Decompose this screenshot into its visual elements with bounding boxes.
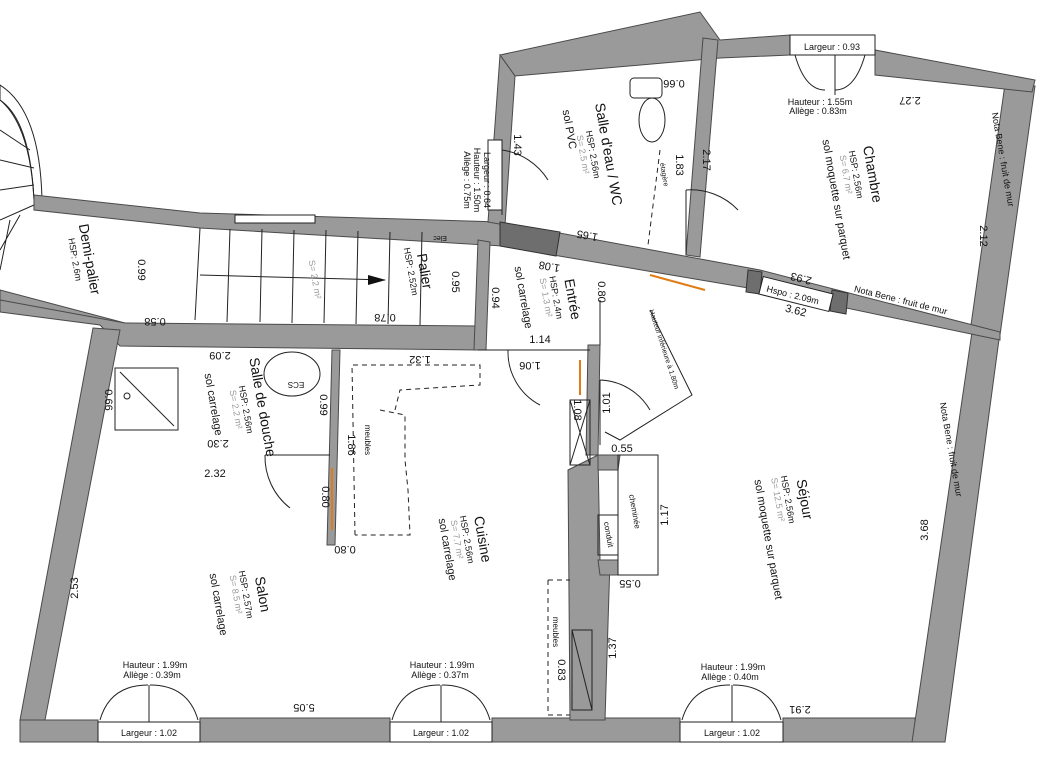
salle-eau-floor: sol PVC xyxy=(560,109,579,150)
sejour-dim-c: 2.91 xyxy=(789,703,810,715)
sejour-dim-g: 1.17 xyxy=(659,504,671,525)
salon-dim-a: 2.53 xyxy=(69,577,81,598)
salle-douche-dim-d: 0.66 xyxy=(102,389,114,410)
sejour-dim-h: 1.37 xyxy=(607,637,619,658)
salon-floor: sol carrelage xyxy=(207,572,230,636)
cuisine-window-largeur: Largeur : 1.02 xyxy=(413,728,469,738)
meubles-label-2: meubles xyxy=(551,617,560,647)
sejour-dim-d: 1.01 xyxy=(601,392,613,413)
salle-eau-dim-a: 0.66 xyxy=(663,77,684,89)
entree-name: Entrée xyxy=(561,277,584,321)
cuisine-dim-c: 0.80 xyxy=(319,486,331,507)
salle-douche-dim-b: 2.30 xyxy=(207,437,228,449)
door-cuisine-sejour xyxy=(599,379,651,445)
conduit-label: conduit xyxy=(602,521,615,549)
wc-window-dim: 1.43 xyxy=(511,134,523,155)
stair-treads xyxy=(194,227,423,326)
salle-douche-dim-c: 0.99 xyxy=(317,394,329,415)
top-window-allege: Allège : 0.83m xyxy=(789,106,847,116)
walls xyxy=(0,11,1036,743)
top-window-hauteur: Hauteur : 1.55m xyxy=(788,97,853,107)
wall-bottom xyxy=(19,719,99,743)
cuisine-dim-e: 1.06 xyxy=(519,359,540,371)
wc-window-largeur: Largeur : 0.64 xyxy=(482,152,492,208)
chambre-dim-a: 2.27 xyxy=(899,94,920,106)
sejour-dim-b: 3.68 xyxy=(919,519,931,540)
wc-window-hauteur: Hauteur : 1.50m xyxy=(472,148,482,213)
salon-dim-b: 5.05 xyxy=(293,701,314,713)
wall-top xyxy=(499,11,791,77)
door-chambre xyxy=(685,189,739,255)
window-sejour xyxy=(679,684,784,743)
wall-palier-bottom xyxy=(0,299,479,351)
salle-eau-dim-b: 1.83 xyxy=(673,154,685,175)
sejour-dim-e: 0.55 xyxy=(611,443,632,455)
wall-chambre-right xyxy=(969,83,1036,336)
palier-dim-b: 0.78 xyxy=(374,311,395,323)
window-top xyxy=(789,34,876,95)
window-cuisine xyxy=(389,684,493,743)
sejour-window-allege: Allège : 0.40m xyxy=(701,672,759,682)
sejour-window-hauteur: Hauteur : 1.99m xyxy=(701,662,766,672)
salle-douche-dim-e: 2.32 xyxy=(204,468,225,480)
etagere-label: étagère xyxy=(658,162,669,187)
entree-dim-c: 0.94 xyxy=(489,287,501,308)
spiral-stair xyxy=(0,84,43,201)
cuisine-dim-g: 0.83 xyxy=(555,659,567,680)
sejour-window-largeur: Largeur : 1.02 xyxy=(704,728,760,738)
meubles-label: meubles xyxy=(363,425,372,455)
entree-dim-e: 1.65 xyxy=(576,227,599,243)
cuisine-window-hauteur: Hauteur : 1.99m xyxy=(410,660,475,670)
cuisine-dim-b: 1.86 xyxy=(345,434,357,455)
chimney-block xyxy=(567,454,611,721)
cheminee-label: cheminée xyxy=(627,494,642,530)
toilet xyxy=(629,77,663,99)
ecs-label: ECS xyxy=(288,380,304,389)
entree-dim-a: 1.08 xyxy=(538,258,561,274)
demi-palier-dim-b: 0.58 xyxy=(144,315,165,327)
cuisine-window-allege: Allège : 0.37m xyxy=(411,670,469,680)
window-wc xyxy=(487,139,503,211)
cuisine-dim-f: 1.08 xyxy=(571,399,583,420)
entree-dim-d: 1.14 xyxy=(529,334,550,346)
door-entree xyxy=(507,349,570,406)
salon-window-largeur: Largeur : 1.02 xyxy=(121,728,177,738)
salle-douche-floor: sol carrelage xyxy=(202,372,225,436)
palier-area: S= 2.2 m² xyxy=(307,259,324,299)
sejour-dim-f: 0.55 xyxy=(619,577,640,589)
salon-window-hauteur: Hauteur : 1.99m xyxy=(123,660,188,670)
salle-eau-dim-c: 2.17 xyxy=(700,149,712,170)
salon-window-allege: Allège : 0.39m xyxy=(123,670,181,680)
sejour-dim-a: 3.62 xyxy=(784,303,808,320)
entree-floor: sol carrelage xyxy=(512,265,535,329)
cuisine-dim-a: 1.32 xyxy=(409,353,430,365)
window-salon xyxy=(97,684,201,743)
palier-dim-a: 0.95 xyxy=(449,271,461,292)
elec-tag: Elec xyxy=(433,234,447,241)
chambre-dim-b: 2.12 xyxy=(977,225,989,246)
door-douche xyxy=(264,454,330,509)
entree-dim-b: 0.80 xyxy=(595,281,607,302)
sejour-name: Séjour xyxy=(794,478,817,521)
wc-window-allege: Allège : 0.75m xyxy=(462,151,472,209)
chambre-dim-c: 2.93 xyxy=(789,269,813,286)
top-window-largeur: Largeur : 0.93 xyxy=(804,42,860,52)
water-heater xyxy=(263,351,321,397)
hauteur-inferieure-label: Hauteur inférieure à 1.80m xyxy=(647,309,679,391)
salon-name: Salon xyxy=(252,575,274,613)
fixtures xyxy=(114,77,706,716)
windows xyxy=(97,34,876,743)
demi-palier-dim-a: 0.99 xyxy=(135,259,147,280)
labels: Demi-palier HSP: 2.6m 0.99 0.58 Palier H… xyxy=(66,42,1016,738)
salle-douche-dim-a: 2.09 xyxy=(209,349,230,361)
wall-salon-left xyxy=(19,327,121,721)
shower-tray xyxy=(114,367,179,431)
cuisine-dim-d: 0.80 xyxy=(334,543,355,555)
palier-name: Palier xyxy=(414,252,436,290)
